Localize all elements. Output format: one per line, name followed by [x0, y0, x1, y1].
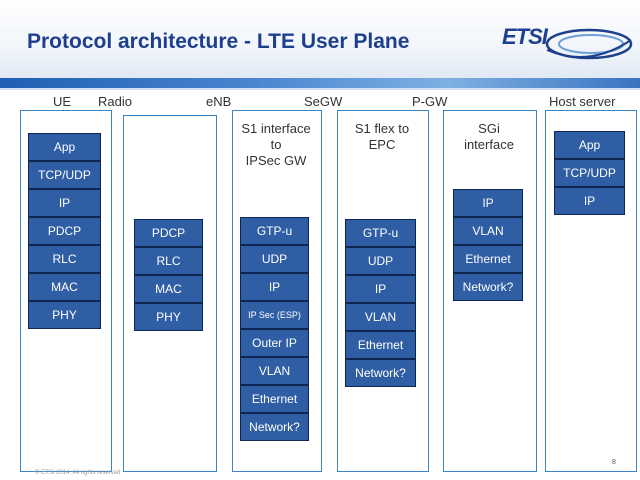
- enb-layer-mac: MAC: [134, 275, 203, 303]
- header-band: [0, 78, 640, 90]
- s1-layer-udp: UDP: [240, 245, 309, 273]
- ue-layer-ip: IP: [28, 189, 101, 217]
- header-band-highlight: [0, 88, 640, 90]
- slide-header: Protocol architecture - LTE User Plane E…: [0, 0, 640, 80]
- ue-layer-phy: PHY: [28, 301, 101, 329]
- sgi-layer-ethernet: Ethernet: [453, 245, 523, 273]
- etsi-swirl-icon: [545, 28, 633, 60]
- s1flex-desc-line: EPC: [368, 137, 396, 152]
- column-label-ue: UE: [53, 94, 72, 109]
- host-layer-ip: IP: [554, 187, 625, 215]
- enb-layer-rlc: RLC: [134, 247, 203, 275]
- sgi-description: SGi interface: [443, 121, 535, 153]
- enb-layer-phy: PHY: [134, 303, 203, 331]
- s1-layer-ethernet: Ethernet: [240, 385, 309, 413]
- s1-layer-gtp-u: GTP-u: [240, 217, 309, 245]
- ue-layer-tcp-udp: TCP/UDP: [28, 161, 101, 189]
- etsi-logo: ETSI: [497, 20, 635, 74]
- s1-layer-ip: IP: [240, 273, 309, 301]
- s1-desc-line: S1 interface: [241, 121, 311, 136]
- logo-text: ETSI: [502, 24, 548, 49]
- sgi-layer-network: Network?: [453, 273, 523, 301]
- s1-layer-network: Network?: [240, 413, 309, 441]
- ue-layer-pdcp: PDCP: [28, 217, 101, 245]
- ue-layer-app: App: [28, 133, 101, 161]
- column-label-pgw: P-GW: [412, 94, 448, 109]
- s1flex-layer-ethernet: Ethernet: [345, 331, 416, 359]
- s1-desc-line: to: [270, 137, 282, 152]
- copyright-footer: © ETSI 2014. All rights reserved: [35, 470, 121, 476]
- s1flex-layer-vlan: VLAN: [345, 303, 416, 331]
- s1-layer-vlan: VLAN: [240, 357, 309, 385]
- column-label-host-server: Host server: [549, 94, 616, 109]
- column-label-radio: Radio: [98, 94, 132, 109]
- sgi-desc-line: interface: [464, 137, 514, 152]
- page-number: 8: [612, 459, 616, 466]
- column-label-enb: eNB: [206, 94, 232, 109]
- sgi-layer-vlan: VLAN: [453, 217, 523, 245]
- enb-layer-pdcp: PDCP: [134, 219, 203, 247]
- s1-description: S1 interface to IPSec GW: [232, 121, 320, 169]
- s1flex-layer-udp: UDP: [345, 247, 416, 275]
- sgi-layer-ip: IP: [453, 189, 523, 217]
- s1flex-desc-line: S1 flex to: [354, 121, 410, 136]
- s1flex-layer-network: Network?: [345, 359, 416, 387]
- s1flex-description: S1 flex to EPC: [337, 121, 427, 153]
- ue-layer-mac: MAC: [28, 273, 101, 301]
- slide-title: Protocol architecture - LTE User Plane: [27, 30, 410, 53]
- s1-layer-ipsec-esp: IP Sec (ESP): [240, 301, 309, 329]
- s1-layer-outer-ip: Outer IP: [240, 329, 309, 357]
- s1flex-layer-ip: IP: [345, 275, 416, 303]
- s1-desc-line: IPSec GW: [245, 153, 307, 168]
- sgi-desc-line: SGi: [478, 121, 500, 136]
- host-layer-app: App: [554, 131, 625, 159]
- s1flex-layer-gtp-u: GTP-u: [345, 219, 416, 247]
- column-label-segw: SeGW: [304, 94, 343, 109]
- ue-layer-rlc: RLC: [28, 245, 101, 273]
- host-layer-tcp-udp: TCP/UDP: [554, 159, 625, 187]
